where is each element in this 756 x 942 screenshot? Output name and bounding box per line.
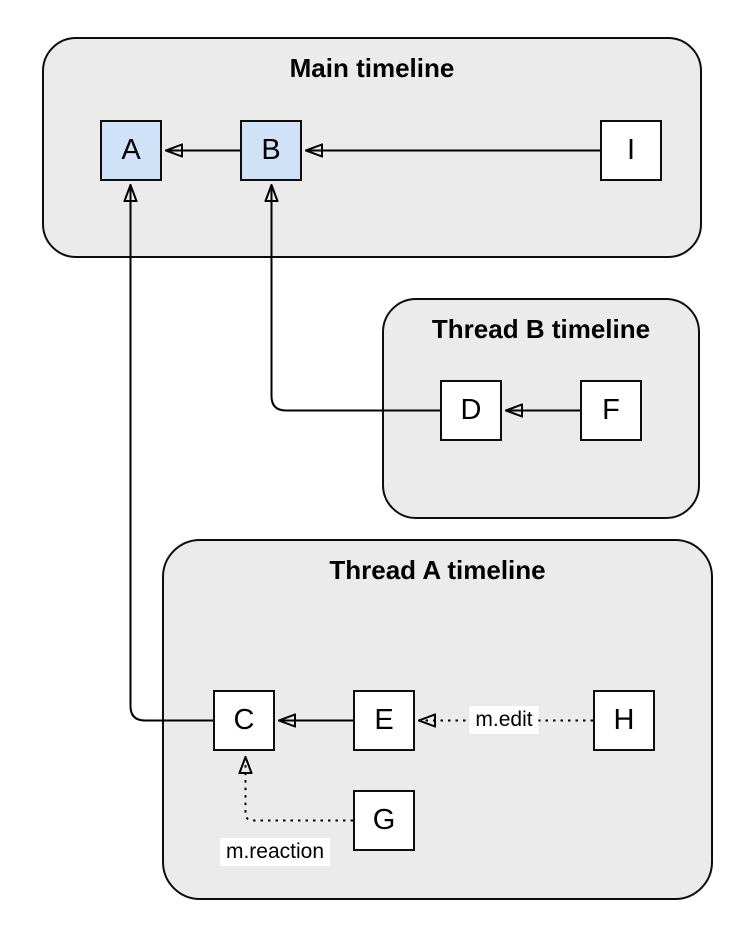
edge-c-to-a <box>131 185 213 722</box>
node-c-label: C <box>233 704 255 736</box>
main-timeline-title: Main timeline <box>289 53 455 83</box>
node-a-label: A <box>121 134 141 166</box>
node-c: C <box>213 690 275 751</box>
node-b: B <box>240 120 302 181</box>
edge-g-to-c-m-reaction <box>246 757 353 822</box>
thread-b-timeline-title: Thread B timeline <box>431 314 651 344</box>
node-f: F <box>580 380 642 441</box>
edge-label-m-edit: m.edit <box>469 706 539 734</box>
node-i-label: I <box>626 134 636 166</box>
node-e-label: E <box>374 704 394 736</box>
node-e: E <box>353 690 415 751</box>
container-thread-b-timeline: Thread B timeline <box>382 298 700 519</box>
node-g: G <box>353 790 415 851</box>
node-d-label: D <box>460 394 482 426</box>
edge-d-to-b <box>272 185 440 412</box>
node-d: D <box>440 380 502 441</box>
node-f-label: F <box>602 394 620 426</box>
node-a: A <box>100 120 162 181</box>
node-i: I <box>600 120 662 181</box>
node-h: H <box>593 690 655 751</box>
node-g-label: G <box>372 804 396 836</box>
thread-a-timeline-title: Thread A timeline <box>329 555 546 585</box>
edge-label-m-reaction: m.reaction <box>219 838 331 866</box>
node-b-label: B <box>261 134 281 166</box>
node-h-label: H <box>613 704 635 736</box>
